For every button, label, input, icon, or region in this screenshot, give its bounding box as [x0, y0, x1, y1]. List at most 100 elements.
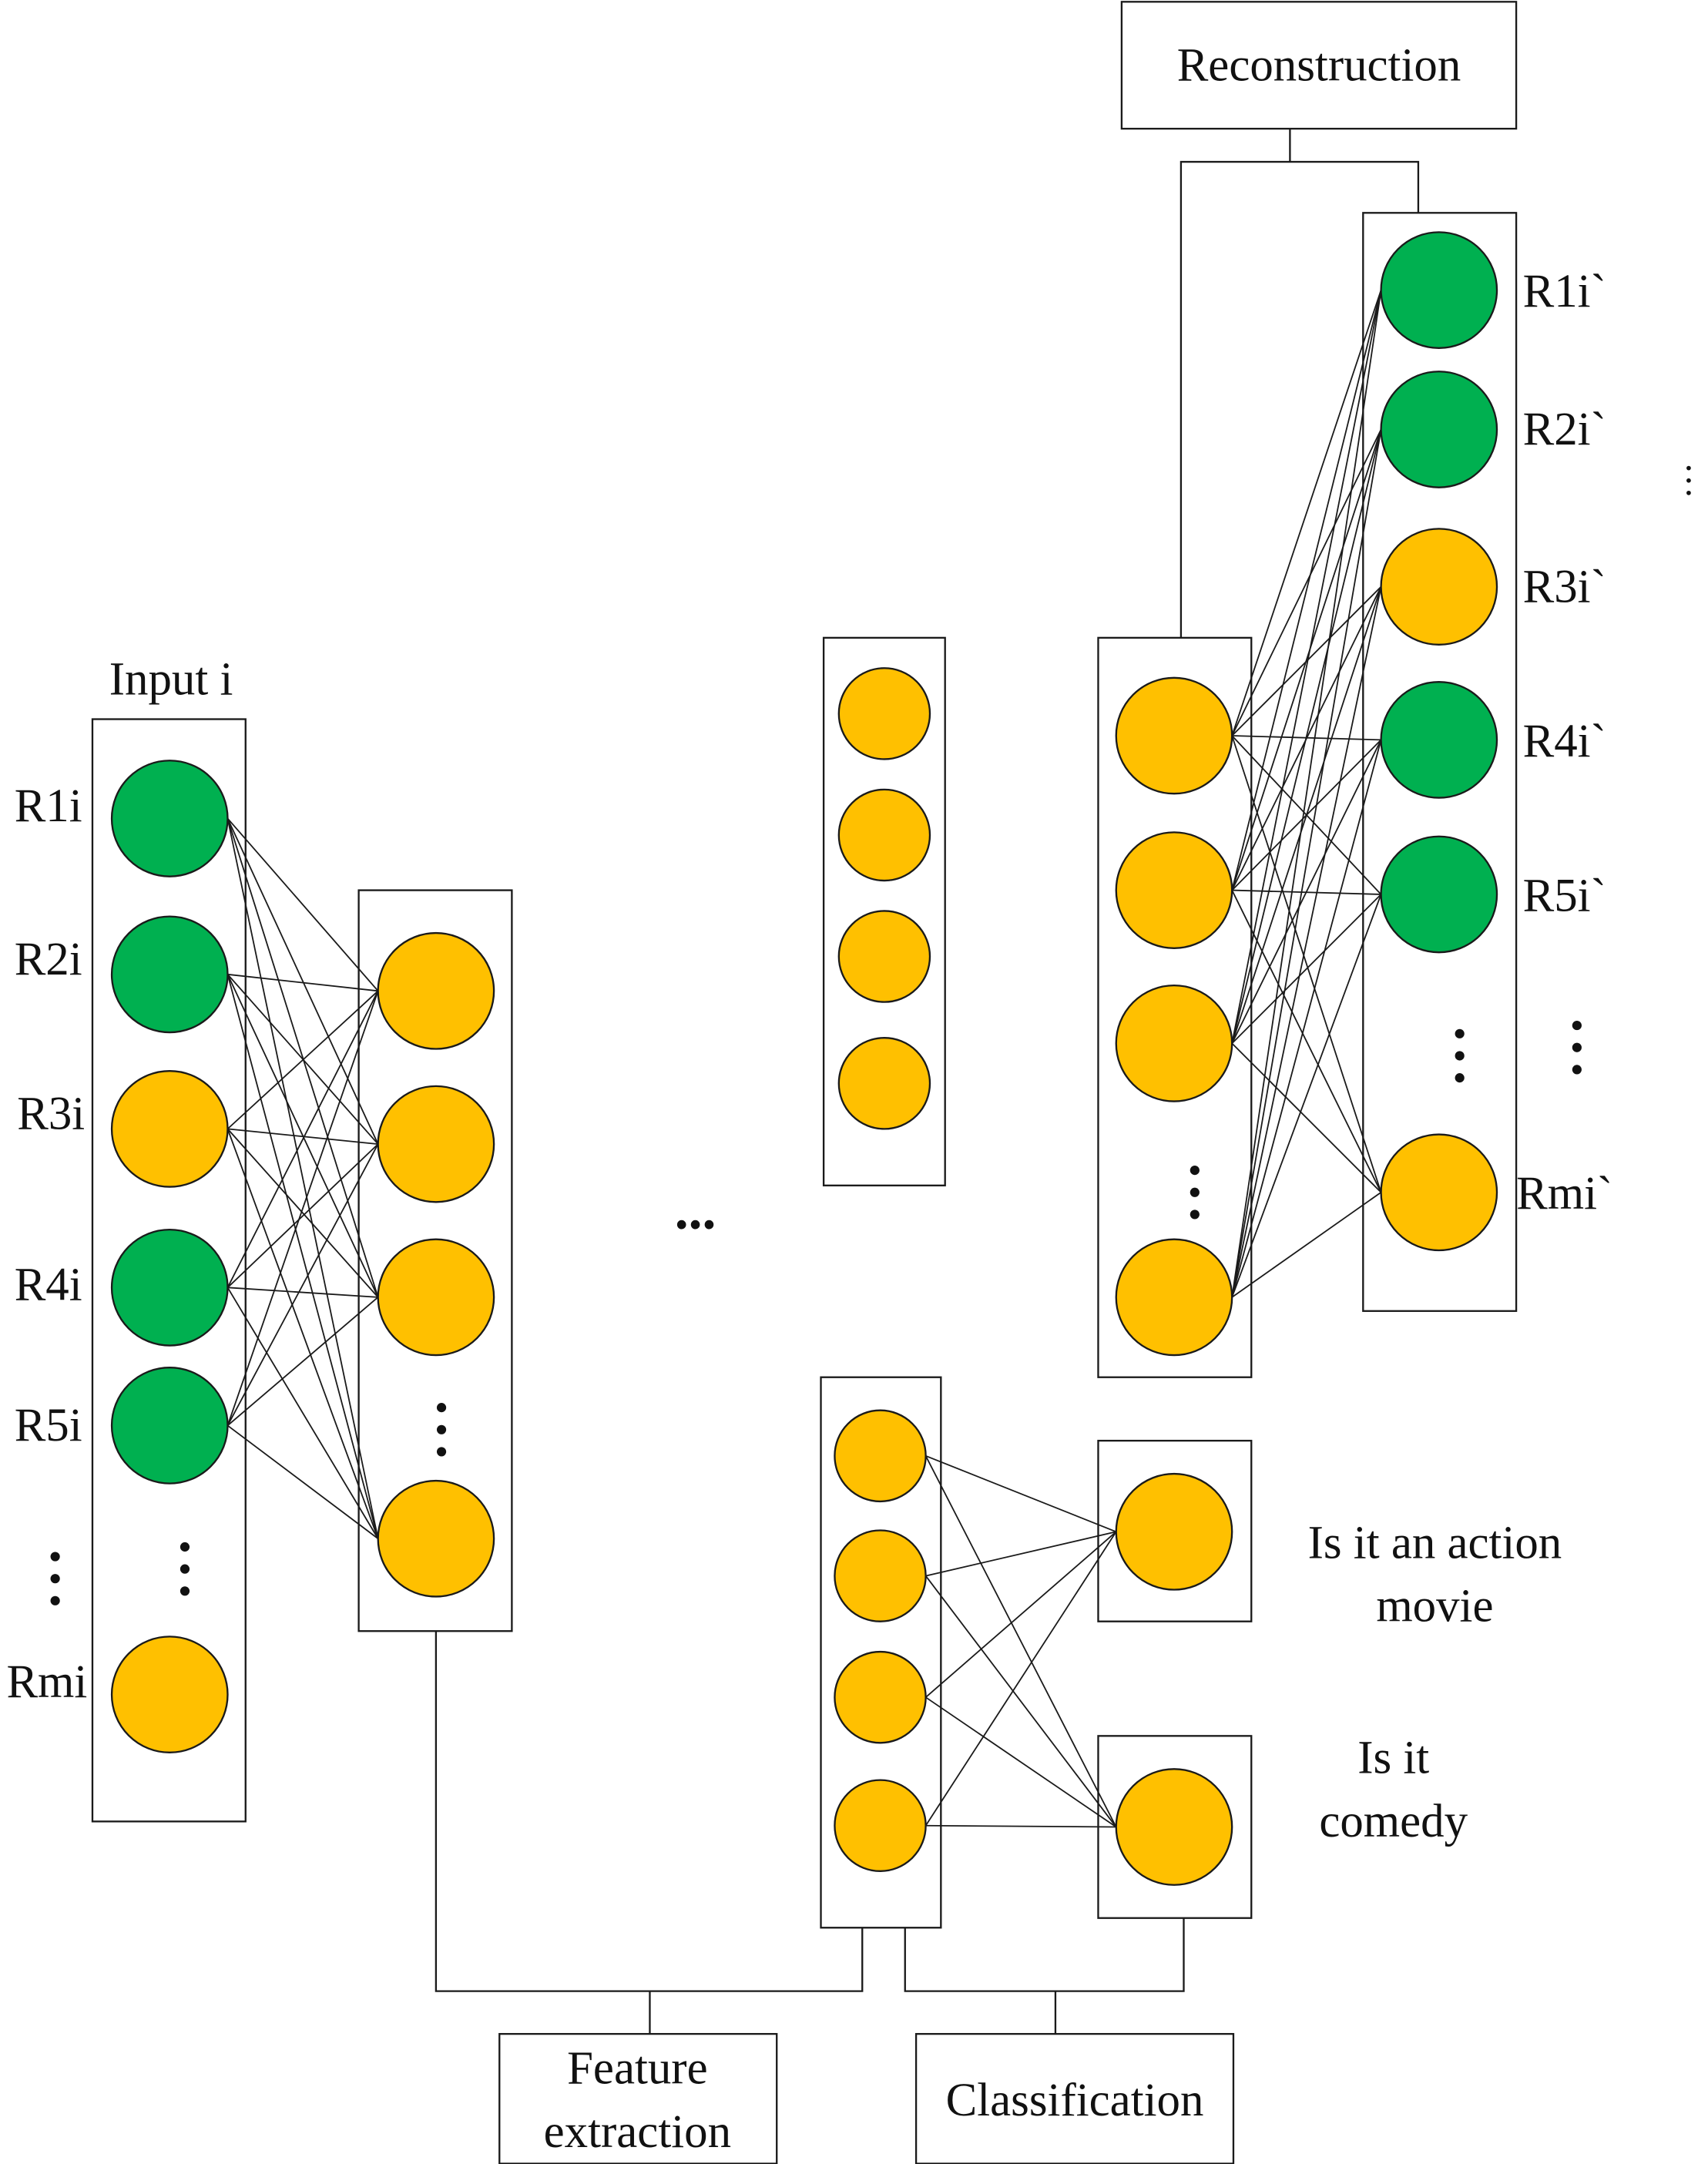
hidden-node	[377, 1085, 495, 1203]
hidden-node	[377, 931, 495, 1050]
input-to-hidden-connection	[227, 1287, 378, 1298]
input-to-hidden-connection	[227, 1128, 379, 1298]
feature-to-class-connection	[925, 1531, 1117, 1698]
nodes	[110, 231, 1498, 1886]
feature-node	[834, 1409, 927, 1503]
output-row-label: R5i`	[1523, 870, 1606, 921]
ellipsis-dot	[1455, 1028, 1465, 1038]
input-to-hidden-connection	[227, 1143, 379, 1288]
decoder-to-output-connection	[1231, 894, 1382, 1044]
ellipsis-dot	[180, 1542, 190, 1552]
output-row-label: R2i`	[1523, 404, 1606, 455]
decoder-to-output-connection	[1231, 586, 1382, 1044]
ellipsis-dot	[180, 1586, 190, 1596]
ellipsis-dot	[50, 1552, 60, 1562]
classification-bracket	[904, 1917, 1185, 1992]
ellipsis-dot	[436, 1403, 447, 1413]
output-node	[1380, 371, 1498, 488]
decoder-to-output-connection	[1231, 429, 1382, 1044]
input-row-label: R1i	[15, 780, 82, 832]
ellipsis-dot	[1686, 490, 1691, 495]
feature-extraction-label-line1: Feature	[567, 2043, 708, 2095]
feature-extraction-label-box	[498, 2032, 778, 2164]
ellipsis-dot	[1455, 1051, 1465, 1061]
input-node	[110, 1367, 229, 1485]
decoder-to-output-connection	[1231, 429, 1382, 891]
input-to-hidden-connection	[227, 1424, 379, 1539]
classifier-node	[1115, 1768, 1233, 1886]
ellipsis-dot	[1190, 1209, 1200, 1220]
input-to-hidden-connection	[227, 818, 379, 1145]
input-row-label: R2i	[15, 934, 82, 985]
layer-boxes	[91, 212, 1518, 1929]
output-node	[1380, 681, 1498, 799]
classifier-node	[1115, 1472, 1233, 1591]
ellipsis-dot	[1190, 1166, 1200, 1176]
action-question-line1: Is it an action	[1308, 1517, 1562, 1568]
ellipsis-dot	[1686, 478, 1691, 483]
decoder-to-output-connection	[1231, 429, 1382, 1298]
feature-to-class-connection	[925, 1824, 1116, 1828]
reconstruction-bracket	[1179, 160, 1420, 638]
input-row-label: R4i	[15, 1259, 82, 1310]
output-row-labels: R1i` R2i` R3i` R4i` R5i` Rmi`	[1516, 266, 1612, 1220]
code-node	[837, 1037, 931, 1130]
ellipsis-dot	[1572, 1042, 1582, 1052]
decoder-to-output-connection	[1231, 290, 1382, 1297]
input-to-hidden-connection	[227, 1128, 378, 1145]
output-node	[1380, 835, 1498, 954]
ellipsis-dot	[1190, 1187, 1200, 1197]
ellipsis-dot	[1686, 465, 1691, 471]
decoder-to-output-connection	[1231, 290, 1382, 891]
decoder-to-output-connection	[1231, 1042, 1382, 1193]
input-to-hidden-connection	[227, 973, 378, 992]
input-to-hidden-connection	[227, 974, 379, 1539]
decoder-hidden-node	[1115, 984, 1233, 1102]
input-to-hidden-connection	[227, 818, 379, 1298]
action-output-box	[1097, 1439, 1253, 1622]
reconstruction-label-box	[1120, 1, 1518, 130]
decoder-to-output-connection	[1231, 586, 1382, 1298]
reconstruction-label: Reconstruction	[1177, 39, 1461, 91]
feature-node	[834, 1650, 927, 1744]
input-to-hidden-connection	[227, 990, 379, 1288]
middle-ellipsis: ...	[675, 1179, 716, 1240]
vertical-ellipsis-marks	[50, 465, 1691, 1605]
feature-to-class-connection	[924, 1575, 1117, 1828]
comedy-output-box	[1097, 1735, 1253, 1919]
decoder-hidden-node	[1115, 676, 1233, 795]
decoder-hidden-node	[1115, 1238, 1233, 1357]
feature-layer-box	[820, 1376, 942, 1929]
feature-bracket	[435, 1631, 864, 1992]
input-node	[110, 1228, 229, 1347]
ellipsis-dot	[50, 1595, 60, 1605]
input-row-label: R5i	[15, 1400, 82, 1451]
decoder-to-output-connection	[1231, 739, 1382, 1044]
feature-to-class-connection	[924, 1531, 1117, 1827]
input-to-hidden-connection	[227, 1297, 379, 1427]
connection-lines	[227, 290, 1382, 1828]
decoder-to-output-connection	[1231, 429, 1382, 736]
ellipsis-dot	[436, 1447, 447, 1457]
output-layer-box	[1362, 212, 1518, 1312]
input-to-hidden-connection	[227, 1143, 379, 1426]
input-to-hidden-connection	[227, 817, 379, 991]
output-node	[1380, 231, 1498, 349]
decoder-hidden-node	[1115, 831, 1233, 949]
ellipsis-dot	[180, 1564, 190, 1574]
feature-to-class-connection	[925, 1696, 1117, 1828]
input-to-hidden-connection	[227, 1129, 379, 1539]
decoder-to-output-connection	[1231, 894, 1382, 1298]
code-layer-box	[822, 636, 946, 1186]
ellipsis-dot	[1455, 1073, 1465, 1083]
hidden-node	[377, 1479, 495, 1598]
feature-node	[834, 1779, 927, 1872]
decoder-to-output-connection	[1231, 290, 1382, 736]
ellipsis-dot	[1572, 1020, 1582, 1031]
decoder-to-output-connection	[1231, 1192, 1382, 1298]
output-row-label: R1i`	[1523, 266, 1606, 317]
output-node	[1380, 528, 1498, 646]
action-question-line2: movie	[1376, 1581, 1493, 1632]
output-row-label: R4i`	[1523, 716, 1606, 767]
input-node	[110, 760, 229, 877]
